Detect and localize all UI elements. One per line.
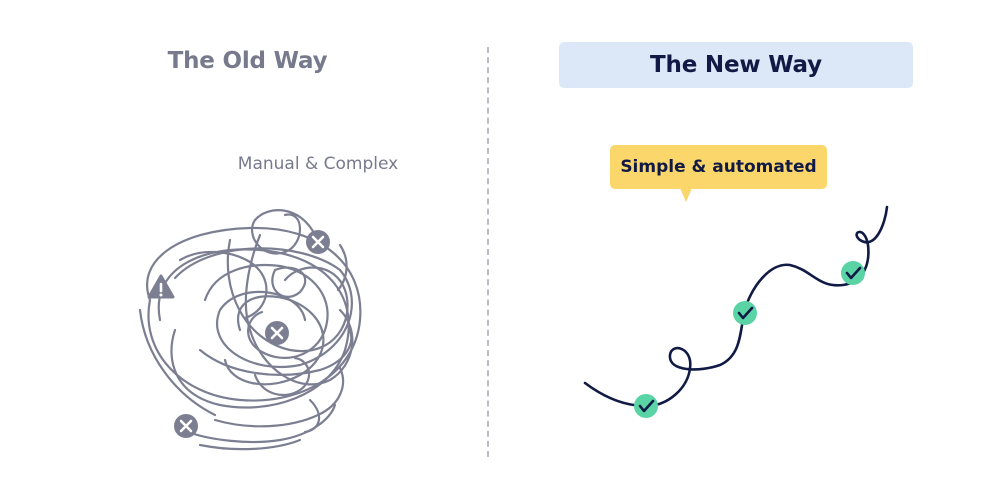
new-way-title-box: The New Way: [559, 42, 913, 88]
callout-tail: [680, 188, 692, 202]
section-divider: [487, 47, 489, 457]
check-icon: [634, 394, 658, 418]
warning-icon: [147, 274, 175, 299]
new-way-title: The New Way: [650, 52, 822, 78]
old-way-subtitle: Manual & Complex: [237, 154, 399, 174]
close-icon: [265, 321, 289, 345]
callout-text: Simple & automated: [620, 157, 817, 177]
close-icon: [174, 414, 198, 438]
old-way-title: The Old Way: [167, 48, 328, 74]
tangled-scribble: [138, 209, 362, 451]
callout-bubble: Simple & automated: [610, 145, 827, 189]
check-icon: [841, 261, 865, 285]
check-icon: [733, 301, 757, 325]
close-icon: [306, 230, 330, 254]
